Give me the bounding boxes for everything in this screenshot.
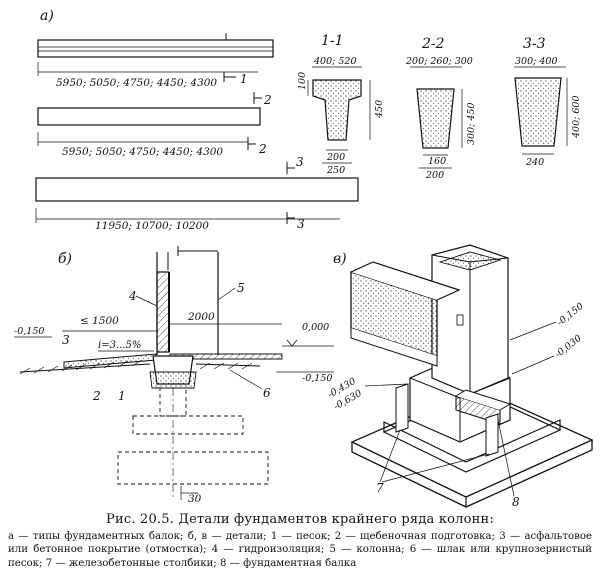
cut-mark-1: 1 xyxy=(240,72,248,86)
trapezoid-section-2 xyxy=(416,88,455,149)
callout-2: 2 xyxy=(92,389,101,403)
callout-6: 6 xyxy=(263,386,271,400)
foundation-beam-3 xyxy=(35,177,359,202)
panel-b-detail: б) 4 5 2000 ≤ 1500 -0,150 0,000 -0,150 i… xyxy=(14,246,334,505)
cut-mark-3-top: 3 xyxy=(296,155,304,169)
cut-mark-2-bottom: 2 xyxy=(258,142,267,156)
level-0000: 0,000 xyxy=(302,322,329,333)
beam-2-lengths: 5950; 5050; 4750; 4450; 4300 xyxy=(62,146,223,158)
cut-mark-3-bottom: 3 xyxy=(297,217,305,231)
section-1-1-bottom-width-2: 250 xyxy=(326,165,345,176)
section-1-1-title: 1-1 xyxy=(321,33,344,49)
section-2-2-height: 300; 450 xyxy=(466,103,477,146)
foundation-beam-2 xyxy=(37,107,261,126)
caption-title: Рис. 20.5. Детали фундаментов крайнего р… xyxy=(106,512,494,527)
section-3-3-height: 400; 600 xyxy=(571,96,582,140)
dim-30: 30 xyxy=(188,493,202,505)
level-minus-0030: -0,030 xyxy=(553,333,584,360)
callout-5: 5 xyxy=(237,281,245,295)
callout-7: 7 xyxy=(376,481,384,495)
section-3-3-bottom-width: 240 xyxy=(525,157,544,168)
level-minus-0150-right: -0,150 xyxy=(302,373,332,384)
section-1-1-height: 450 xyxy=(374,100,385,119)
section-2-2: 2-2 200; 260; 300 300; 450 160 200 xyxy=(405,36,477,181)
level-minus-0150: -0,150 xyxy=(555,301,586,328)
wall-block xyxy=(156,271,170,353)
panel-v-isometric: в) -0,150 -0,030 -0,430 -0,63 xyxy=(326,244,594,509)
callout-8: 8 xyxy=(512,495,520,509)
section-2-2-bottom-width-2: 200 xyxy=(425,170,444,181)
level-minus-0150-left: -0,150 xyxy=(14,326,44,337)
section-2-2-bottom-width: 160 xyxy=(428,156,446,167)
section-2-2-top-width: 200; 260; 300 xyxy=(405,56,473,67)
dim-2000: 2000 xyxy=(187,311,215,323)
dim-1500: ≤ 1500 xyxy=(80,315,119,327)
rc-post-1 xyxy=(395,383,409,433)
rc-post-2 xyxy=(485,413,499,457)
beam-3-lengths: 11950; 10700; 10200 xyxy=(95,220,209,232)
foundation-beam-1 xyxy=(37,39,274,58)
section-3-3: 3-3 300; 400 400; 600 240 xyxy=(514,36,582,168)
beam-1-lengths: 5950; 5050; 4750; 4450; 4300 xyxy=(56,77,217,89)
section-1-1-flange-height: 100 xyxy=(297,72,308,90)
callout-1: 1 xyxy=(118,389,126,403)
callout-4: 4 xyxy=(128,289,137,303)
panel-a-label: а) xyxy=(40,8,54,24)
trapezoid-section-3 xyxy=(514,77,562,147)
section-1-1-bottom-width: 200 xyxy=(326,152,345,163)
panel-b-label: б) xyxy=(58,251,72,267)
tee-section-shape xyxy=(312,79,362,141)
figure-caption: Рис. 20.5. Детали фундаментов крайнего р… xyxy=(8,511,592,570)
section-1-1-top-width: 400; 520 xyxy=(313,56,357,67)
section-3-3-top-width: 300; 400 xyxy=(515,56,558,67)
panel-a-beam-types: а) 5950; 5050; 4750; 4450; 4300 1 2 5950… xyxy=(35,8,359,232)
section-1-1: 1-1 400; 520 100 450 200 250 xyxy=(297,33,385,176)
figure-drawing: а) 5950; 5050; 4750; 4450; 4300 1 2 5950… xyxy=(14,8,594,509)
panel-v-label: в) xyxy=(333,251,347,267)
section-2-2-title: 2-2 xyxy=(421,36,445,52)
cut-mark-2-top: 2 xyxy=(263,93,272,107)
slope-label: i=3...5% xyxy=(98,340,141,351)
callout-3: 3 xyxy=(62,333,70,347)
caption-body: а — типы фундаментных балок; б, в — дета… xyxy=(8,531,592,569)
section-3-3-title: 3-3 xyxy=(523,36,546,52)
